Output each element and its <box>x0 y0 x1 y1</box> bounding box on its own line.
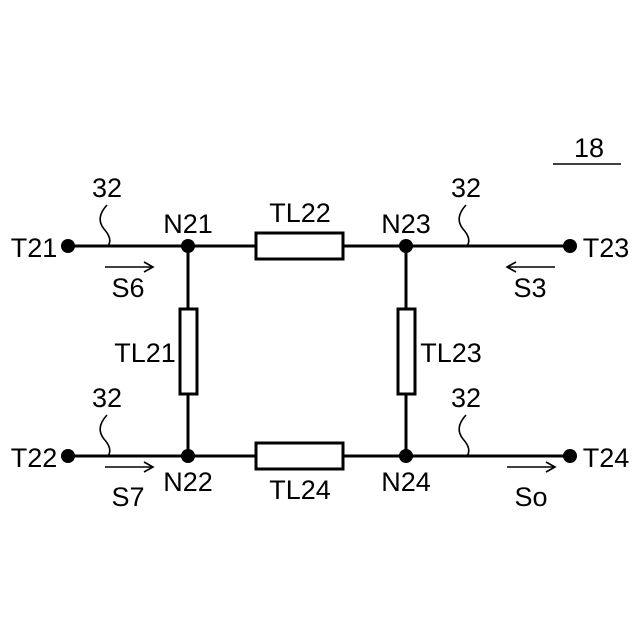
tl23-label: TL23 <box>420 338 482 368</box>
leader-bottom-left <box>100 415 110 456</box>
signal-so-label: So <box>514 482 547 512</box>
tl22-resistor <box>256 233 343 259</box>
tl24-resistor <box>256 443 343 469</box>
tl24-label: TL24 <box>269 475 331 505</box>
node-n24-label: N24 <box>381 467 431 497</box>
terminal-t24-label: T24 <box>583 443 630 473</box>
signal-s7-label: S7 <box>111 482 144 512</box>
terminal-t23-dot <box>563 239 577 253</box>
tl21-label: TL21 <box>114 338 176 368</box>
signal-s6-label: S6 <box>111 273 144 303</box>
terminal-t23-label: T23 <box>583 233 630 263</box>
ref-32-bottom-left: 32 <box>92 383 122 413</box>
ref-32-top-left: 32 <box>92 173 122 203</box>
ref-32-top-right: 32 <box>451 173 481 203</box>
terminal-t21-label: T21 <box>11 233 58 263</box>
node-n23-dot <box>399 239 413 253</box>
terminal-t24-dot <box>563 449 577 463</box>
tl22-label: TL22 <box>269 198 331 228</box>
node-n23-label: N23 <box>381 209 431 239</box>
node-n22-dot <box>181 449 195 463</box>
tl21-resistor <box>180 309 197 394</box>
terminal-t22-dot <box>61 449 75 463</box>
terminal-t22-label: T22 <box>11 443 58 473</box>
leader-top-right <box>459 205 469 246</box>
node-n21-label: N21 <box>163 209 213 239</box>
node-n21-dot <box>181 239 195 253</box>
leader-top-left <box>100 205 110 246</box>
leader-bottom-right <box>459 415 469 456</box>
terminal-t21-dot <box>61 239 75 253</box>
node-n24-dot <box>399 449 413 463</box>
tl23-resistor <box>398 309 415 394</box>
ref-32-bottom-right: 32 <box>451 383 481 413</box>
signal-s3-label: S3 <box>513 273 546 303</box>
node-n22-label: N22 <box>163 467 213 497</box>
figure-number: 18 <box>574 133 604 163</box>
